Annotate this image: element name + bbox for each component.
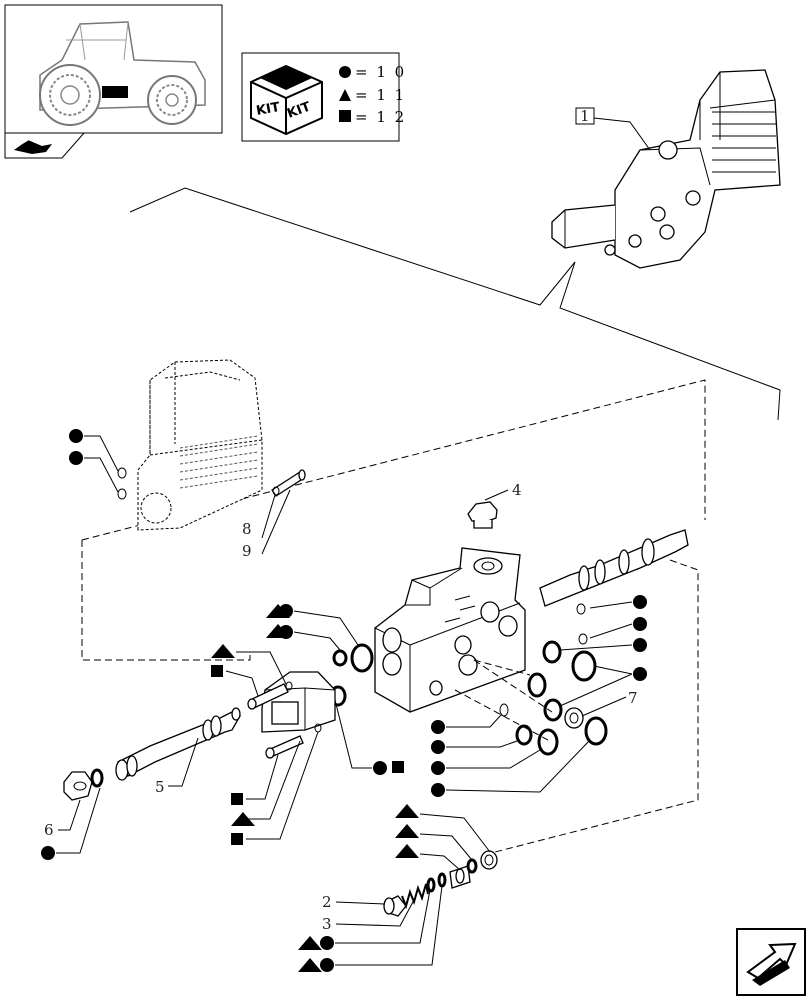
assembly-ref-box: [575, 107, 595, 125]
triangle-symbol-icon: [298, 936, 322, 950]
oring-r4: [571, 650, 597, 682]
label-part-2: 2: [322, 893, 332, 911]
triangle-symbol-icon: [339, 89, 351, 101]
part-7-cap: [564, 707, 584, 729]
tractor-thumbnail-icon: [39, 21, 206, 126]
location-marker: [102, 86, 128, 98]
triangle-symbol-icon: [231, 812, 255, 826]
svg-text:= 1 0: = 1 0: [355, 63, 406, 81]
triangle-symbol-icon: [211, 644, 235, 658]
oring-r10: [584, 716, 608, 746]
label-part-5: 5: [155, 778, 165, 796]
cover-plate: [261, 671, 336, 733]
legend-row-square: = 1 2: [339, 108, 406, 126]
circle-symbol-icon: [633, 617, 647, 631]
cover-screw-bottom: [265, 735, 304, 759]
label-part-9: 9: [242, 542, 252, 560]
circle-symbol-icon: [279, 604, 293, 618]
circle-symbol-icon: [279, 625, 293, 639]
kit-box-icon: KIT KIT: [250, 64, 323, 136]
square-symbol-icon: [392, 761, 404, 773]
svg-text:= 1 2: = 1 2: [355, 108, 406, 126]
relief-valve-seat: [449, 865, 471, 889]
oring-r9: [537, 728, 559, 756]
oring-small-a: [117, 467, 127, 479]
oring-l2: [350, 643, 374, 673]
square-symbol-icon: [211, 665, 223, 677]
label-part-6: 6: [44, 821, 54, 839]
circle-symbol-icon: [69, 451, 83, 465]
circle-symbol-icon: [320, 936, 334, 950]
svg-text:= 1 1: = 1 1: [355, 86, 406, 104]
oring-r2: [578, 633, 588, 645]
cover-screw-top: [247, 683, 289, 710]
part-5-spool-shaft: [115, 707, 241, 781]
kit-legend: KIT KIT = 1 0 = 1 1 = 1 2: [241, 52, 406, 142]
label-part-8: 8: [242, 520, 252, 538]
assembled-valve: [551, 69, 781, 269]
kit-label-left: KIT: [255, 100, 281, 119]
oring-r1: [576, 603, 586, 615]
valve-body: [374, 547, 526, 713]
next-page-button[interactable]: [736, 928, 806, 996]
tractor-thumbnail[interactable]: [4, 4, 223, 159]
end-cap-housing: [137, 359, 263, 531]
legend-row-circle: = 1 0: [339, 63, 406, 81]
oring-l1: [332, 649, 348, 667]
next-page-arrow-icon: [746, 942, 797, 986]
triangle-symbol-icon: [395, 824, 419, 838]
relief-valve-body: [480, 850, 498, 870]
circle-symbol-icon: [320, 958, 334, 972]
manual-book-icon: [14, 138, 52, 154]
circle-symbol-icon: [373, 761, 387, 775]
oring-r8: [515, 724, 533, 746]
circle-symbol-icon: [633, 638, 647, 652]
part-9-screw: [271, 469, 306, 497]
circle-symbol-icon: [69, 429, 83, 443]
label-part-4: 4: [512, 481, 522, 499]
part-2-plunger: [383, 895, 407, 917]
part-8-washer: [272, 486, 280, 496]
seal-ring-6: [90, 768, 104, 788]
part-4-plug: [467, 501, 498, 529]
legend-row-triangle: = 1 1: [339, 86, 406, 104]
part-3-spring: [401, 883, 429, 910]
circle-symbol-icon: [339, 66, 351, 78]
triangle-symbol-icon: [298, 958, 322, 972]
square-symbol-icon: [231, 793, 243, 805]
triangle-symbol-icon: [395, 804, 419, 818]
square-symbol-icon: [339, 110, 351, 122]
triangle-symbol-icon: [395, 844, 419, 858]
circle-symbol-icon: [431, 720, 445, 734]
part-6-nut: [63, 771, 93, 801]
label-part-7: 7: [628, 689, 638, 707]
square-symbol-icon: [231, 833, 243, 845]
oring-small-b: [117, 488, 127, 500]
oring-r5: [527, 672, 547, 698]
circle-symbol-icon: [431, 761, 445, 775]
oring-b3: [466, 858, 478, 874]
assembly-ref-label: 1: [580, 107, 590, 125]
oring-r6: [543, 698, 563, 722]
circle-symbol-icon: [431, 783, 445, 797]
circle-symbol-icon: [431, 740, 445, 754]
circle-symbol-icon: [633, 595, 647, 609]
oring-b1: [426, 877, 436, 893]
oring-r3: [542, 640, 562, 664]
valve-spool: [539, 529, 689, 607]
circle-symbol-icon: [41, 846, 55, 860]
oring-b2: [437, 872, 447, 888]
label-part-3: 3: [322, 915, 332, 933]
circle-symbol-icon: [633, 667, 647, 681]
